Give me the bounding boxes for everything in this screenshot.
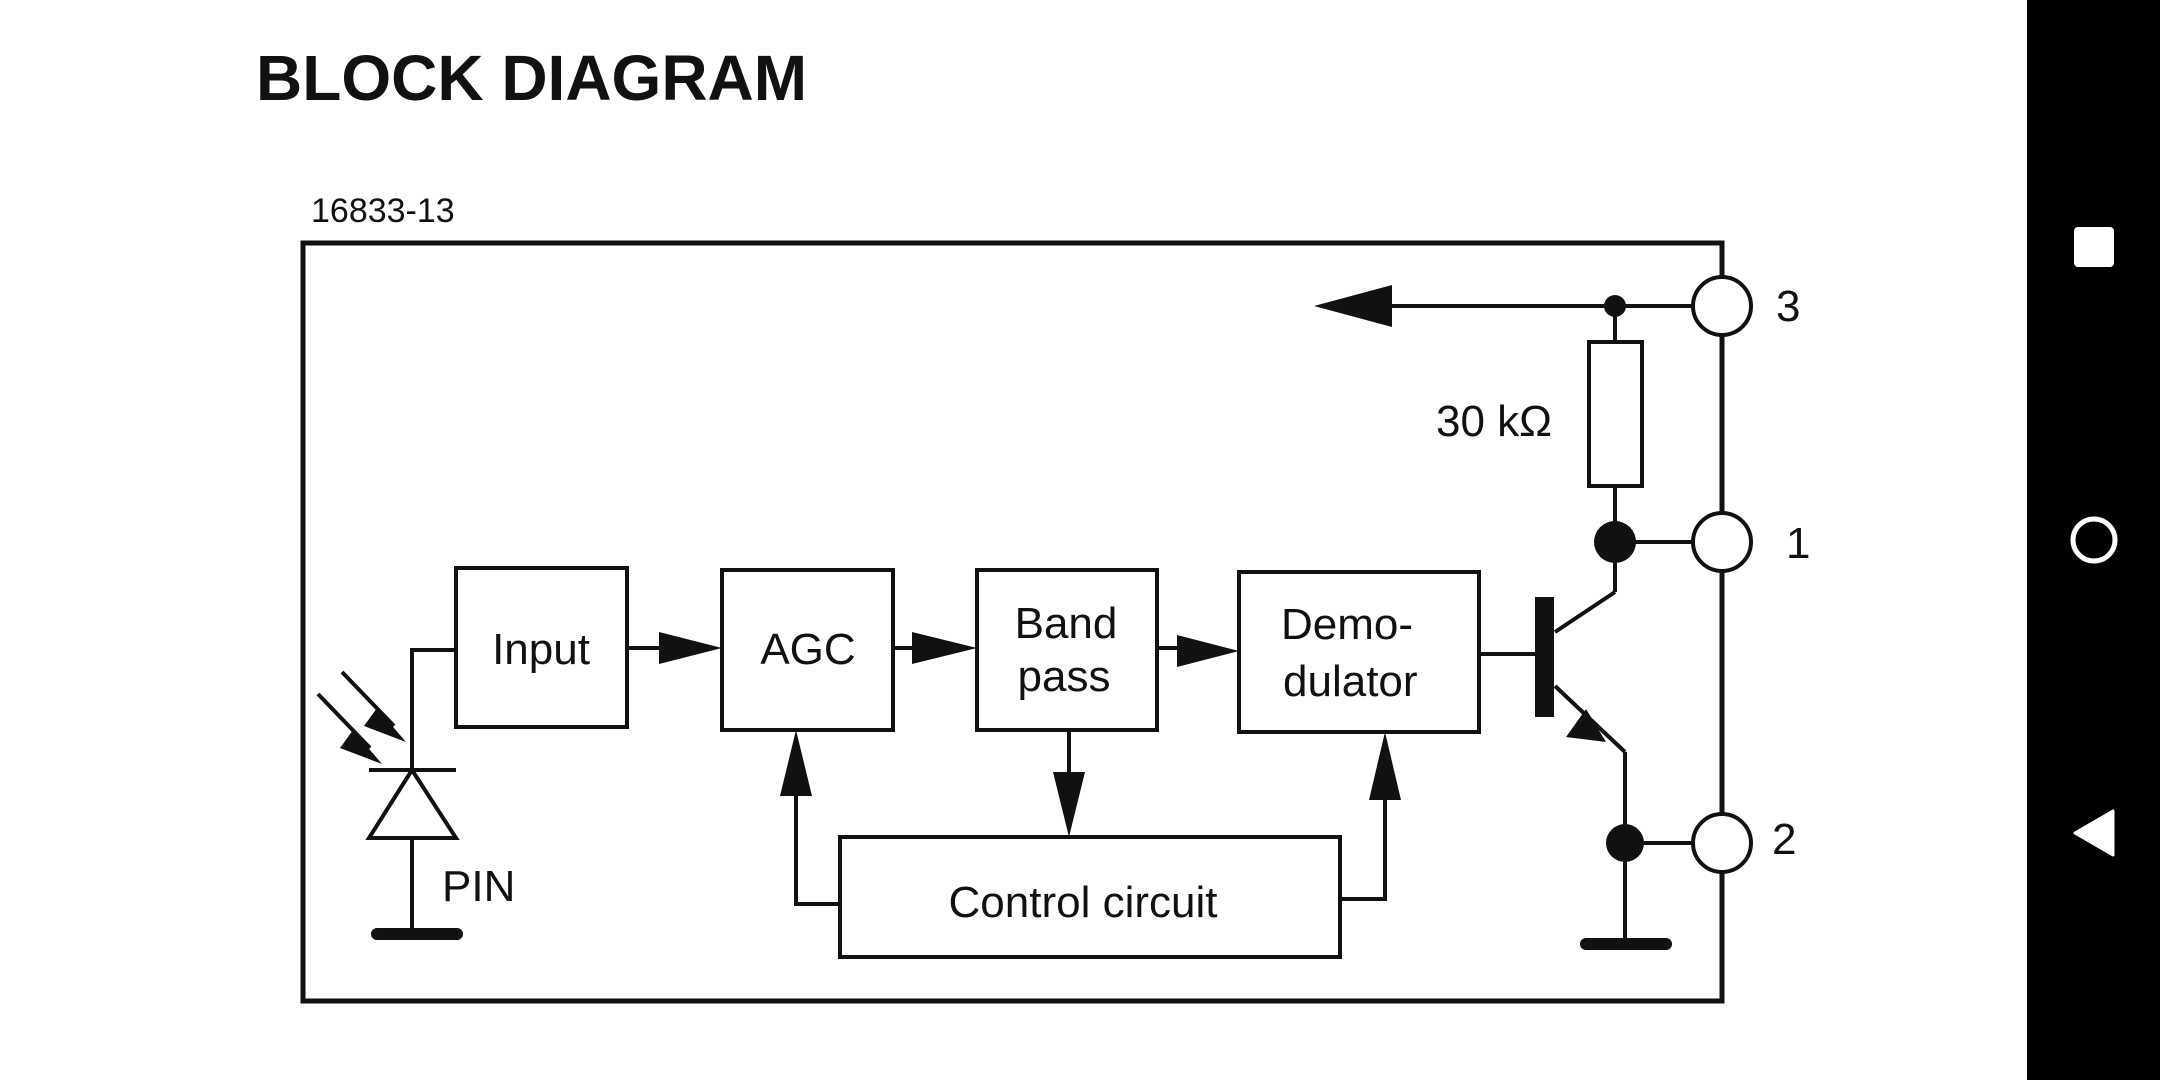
arrow-agc (659, 632, 722, 664)
arrow-output (1314, 285, 1392, 327)
arrow-demod (1177, 635, 1239, 667)
arrow-agc-feedback (780, 730, 812, 796)
recents-button[interactable] (2027, 202, 2160, 292)
photodiode-symbol (365, 766, 460, 840)
light-ray-1 (316, 692, 372, 750)
system-navigation-bar (2027, 0, 2160, 1080)
resistor-label: 30 kΩ (1436, 397, 1552, 446)
pin-2-terminal (1691, 812, 1753, 874)
page-title: BLOCK DIAGRAM (256, 42, 807, 114)
arrow-emitter (1566, 709, 1606, 742)
ic-boundary (300, 240, 1725, 1004)
pin-3-label: 3 (1776, 282, 1800, 331)
square-icon (2073, 227, 2114, 267)
transistor-base (1535, 597, 1554, 717)
bandpass-label-line2: pass (1018, 652, 1111, 701)
transistor-collector (1553, 590, 1617, 634)
demodulator-label-line1: Demo- (1281, 600, 1413, 649)
control-circuit-label: Control circuit (949, 878, 1218, 927)
demodulator-label-line2: dulator (1283, 657, 1418, 706)
pin-1-label: 1 (1786, 519, 1810, 568)
input-label: Input (492, 625, 590, 674)
junction-dot (1606, 824, 1644, 862)
junction-dot (1604, 295, 1626, 317)
wire-diode-input (410, 648, 456, 770)
photodiode-label: PIN (442, 862, 515, 911)
arrow-bandpass (912, 632, 977, 664)
block-diagram: BLOCK DIAGRAM 16833-13 (256, 42, 1810, 1004)
arrow-control (1053, 772, 1085, 837)
demodulator-block (1237, 570, 1481, 734)
bandpass-label-line1: Band (1015, 599, 1118, 648)
resistor-30k (1587, 340, 1644, 488)
figure-id: 16833-13 (311, 192, 455, 230)
back-triangle-icon (2073, 809, 2114, 857)
light-ray-2 (340, 670, 396, 728)
arrow-light-1 (340, 730, 382, 764)
agc-label: AGC (760, 625, 855, 674)
circle-icon (2070, 516, 2117, 564)
wire-control-agc (794, 790, 840, 906)
document-page: BLOCK DIAGRAM 16833-13 (256, 42, 1811, 1004)
pin-2-label: 2 (1772, 815, 1796, 864)
pin-3-terminal (1691, 275, 1753, 337)
back-button[interactable] (2027, 788, 2160, 878)
wire-control-demod (1340, 790, 1387, 901)
bandpass-block (975, 568, 1159, 732)
arrow-light-2 (364, 708, 406, 742)
home-button[interactable] (2027, 495, 2160, 585)
pin-1-terminal (1691, 511, 1753, 573)
junction-dot (1594, 521, 1636, 563)
arrow-demod-feedback (1369, 732, 1401, 800)
